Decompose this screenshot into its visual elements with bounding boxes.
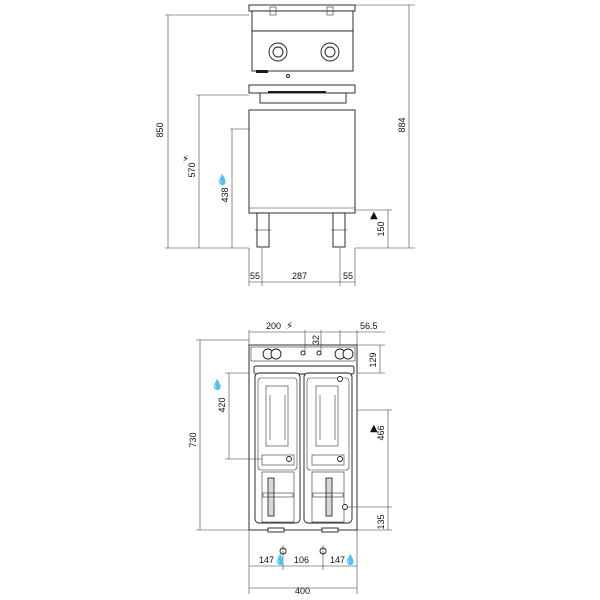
dim-56-5: 56.5 — [360, 321, 378, 331]
dim-420: 420 — [217, 397, 227, 412]
bottom-water-drop-icon-left: 💧 — [274, 553, 286, 566]
dim-884: 884 — [397, 117, 407, 132]
dim-287: 287 — [292, 271, 307, 281]
top-knob-right-icon — [334, 348, 354, 360]
top-electric-icon: ⚡ — [286, 321, 293, 332]
top-view — [248, 344, 358, 555]
top-gas-flame-icon: ▲ — [370, 423, 378, 434]
knob-left-icon — [268, 42, 288, 62]
dim-466: 466 — [376, 425, 386, 440]
dim-135: 135 — [376, 514, 386, 529]
water-drop-icon: 💧 — [216, 173, 228, 186]
dim-129: 129 — [368, 352, 378, 367]
dim-55-right: 55 — [343, 271, 353, 281]
bottom-water-drop-icon-right: 💧 — [344, 553, 356, 566]
dim-147-right: 147 — [330, 555, 345, 565]
top-water-drop-icon: 💧 — [211, 378, 223, 391]
dim-55-left: 55 — [250, 271, 260, 281]
dim-438: 438 — [220, 187, 230, 202]
electric-icon: ⚡ — [182, 154, 189, 165]
top-dimensions: 200 ⚡ 32 56.5 129 420 💧 730 466 ▲ 135 — [188, 321, 392, 596]
dim-106: 106 — [294, 555, 309, 565]
dim-400: 400 — [295, 586, 310, 596]
dim-150: 150 — [376, 221, 386, 236]
front-dimensions: 850 884 570 ⚡ 438 💧 150 ▲ 55 287 55 — [155, 4, 415, 286]
dim-570: 570 — [187, 162, 197, 177]
dim-32: 32 — [311, 335, 321, 345]
knob-right-icon — [320, 42, 340, 62]
front-view — [248, 4, 356, 248]
dim-147-left: 147 — [259, 555, 274, 565]
dim-200: 200 — [266, 321, 281, 331]
dim-730: 730 — [188, 432, 198, 447]
top-knob-left-icon — [262, 348, 282, 360]
dim-850: 850 — [155, 122, 165, 137]
gas-flame-icon: ▲ — [370, 210, 378, 221]
